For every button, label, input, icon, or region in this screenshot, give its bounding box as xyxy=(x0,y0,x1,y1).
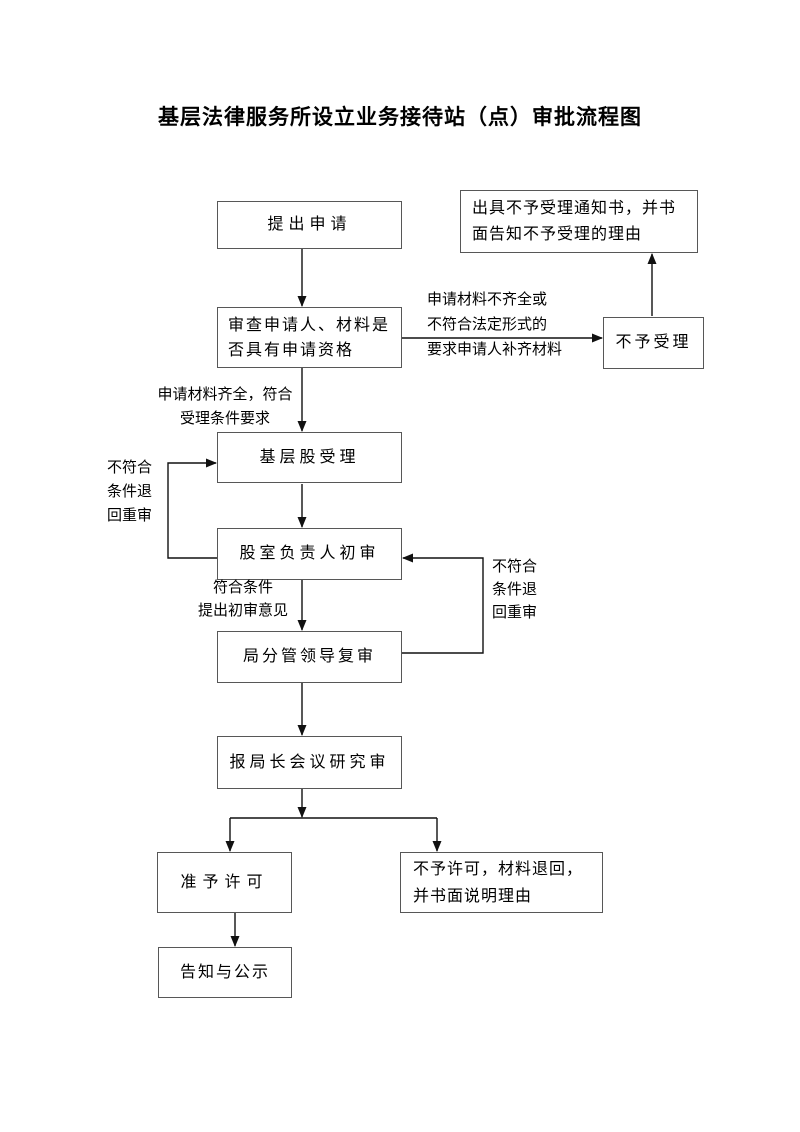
node-submit-application: 提出申请 xyxy=(217,201,402,249)
edge-label-right-return-rereview: 不符合 条件退 回重审 xyxy=(492,559,538,621)
edge-label-left-return-rereview: 不符合 条件退 回重审 xyxy=(107,460,153,524)
node-deny-permit: 不予许可，材料退回， 并书面说明理由 xyxy=(400,852,603,913)
node-not-accepted: 不予受理 xyxy=(603,317,704,369)
node-issue-rejection-notice: 出具不予受理通知书，并书 面告知不予受理的理由 xyxy=(460,190,698,253)
node-review-qualification: 审查申请人、材料是 否具有申请资格 xyxy=(217,307,402,368)
node-deputy-leader-recheck: 局分管领导复审 xyxy=(217,631,402,683)
edge-label-materials-complete: 申请材料齐全，符合 受理条件要求 xyxy=(157,387,293,427)
node-section-head-initial-review: 股室负责人初审 xyxy=(217,528,402,580)
node-notify-publicize: 告知与公示 xyxy=(158,947,292,998)
edge-left-return-loop xyxy=(167,458,217,559)
page-title: 基层法律服务所设立业务接待站（点）审批流程图 xyxy=(158,105,642,129)
edge-right-return-loop xyxy=(402,553,484,654)
edge-label-materials-incomplete: 申请材料不齐全或 不符合法定形式的 要求申请人补齐材料 xyxy=(427,292,563,358)
node-grassroots-acceptance: 基层股受理 xyxy=(217,432,402,483)
edge-label-meets-conditions: 符合条件 提出初审意见 xyxy=(197,580,288,619)
node-approve-permit: 准予许可 xyxy=(157,852,292,913)
node-bureau-meeting-review: 报局长会议研究审 xyxy=(217,736,402,789)
